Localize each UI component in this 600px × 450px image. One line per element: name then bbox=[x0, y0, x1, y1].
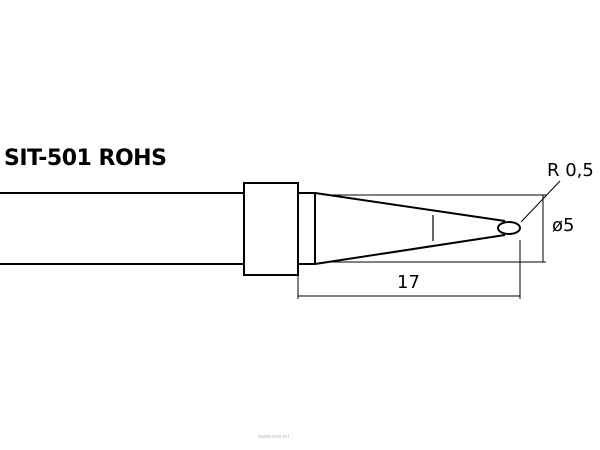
watermark: www.tme.eu bbox=[258, 434, 290, 440]
tip-collar bbox=[243, 182, 299, 276]
radius-dimension-label: R 0,5 bbox=[547, 160, 594, 181]
part-title: SIT-501 ROHS bbox=[4, 146, 167, 171]
soldering-tip-outline bbox=[0, 182, 506, 276]
tip-cone-bottom bbox=[314, 234, 506, 265]
tip-point bbox=[497, 221, 521, 235]
tip-cone-top bbox=[314, 192, 506, 222]
radius-leader bbox=[520, 180, 561, 223]
diameter-dimension-label: ø5 bbox=[552, 215, 575, 236]
dimension-lines bbox=[297, 180, 561, 299]
length-dimension-label: 17 bbox=[397, 272, 420, 293]
